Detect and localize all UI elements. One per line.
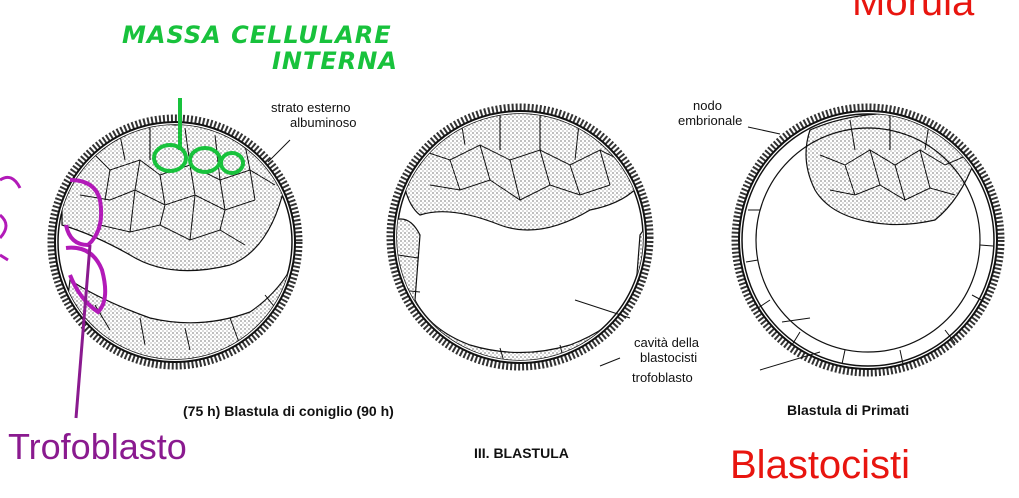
strato-esterno-label-line1: strato esterno <box>271 100 351 115</box>
blastocisti-title: Blastocisti <box>730 443 910 487</box>
massa-cellulare-label-line2: INTERNA <box>272 48 398 74</box>
caption-rabbit: (75 h) Blastula di coniglio (90 h) <box>183 404 394 419</box>
nodo-embrionale-label-line1: nodo <box>693 98 722 113</box>
purple-margin-marks <box>0 177 20 260</box>
trofoblasto-annotation: Trofoblasto <box>8 427 187 467</box>
caption-primates: Blastula di Primati <box>787 403 909 418</box>
trofoblasto-label: trofoblasto <box>632 370 693 385</box>
nodo-embrionale-label-line2: embrionale <box>678 113 742 128</box>
middle-blastula <box>380 100 660 380</box>
morula-title: Morula <box>852 0 974 24</box>
caption-blastula: III. BLASTULA <box>474 446 569 461</box>
strato-esterno-label-line2: albuminoso <box>290 115 357 130</box>
cavita-label-line2: blastocisti <box>640 350 697 365</box>
left-blastula <box>0 118 300 366</box>
cavita-label-line1: cavità della <box>634 335 699 350</box>
massa-cellulare-label-line1: MASSA CELLULARE <box>122 22 392 48</box>
right-blastula <box>735 107 1001 373</box>
